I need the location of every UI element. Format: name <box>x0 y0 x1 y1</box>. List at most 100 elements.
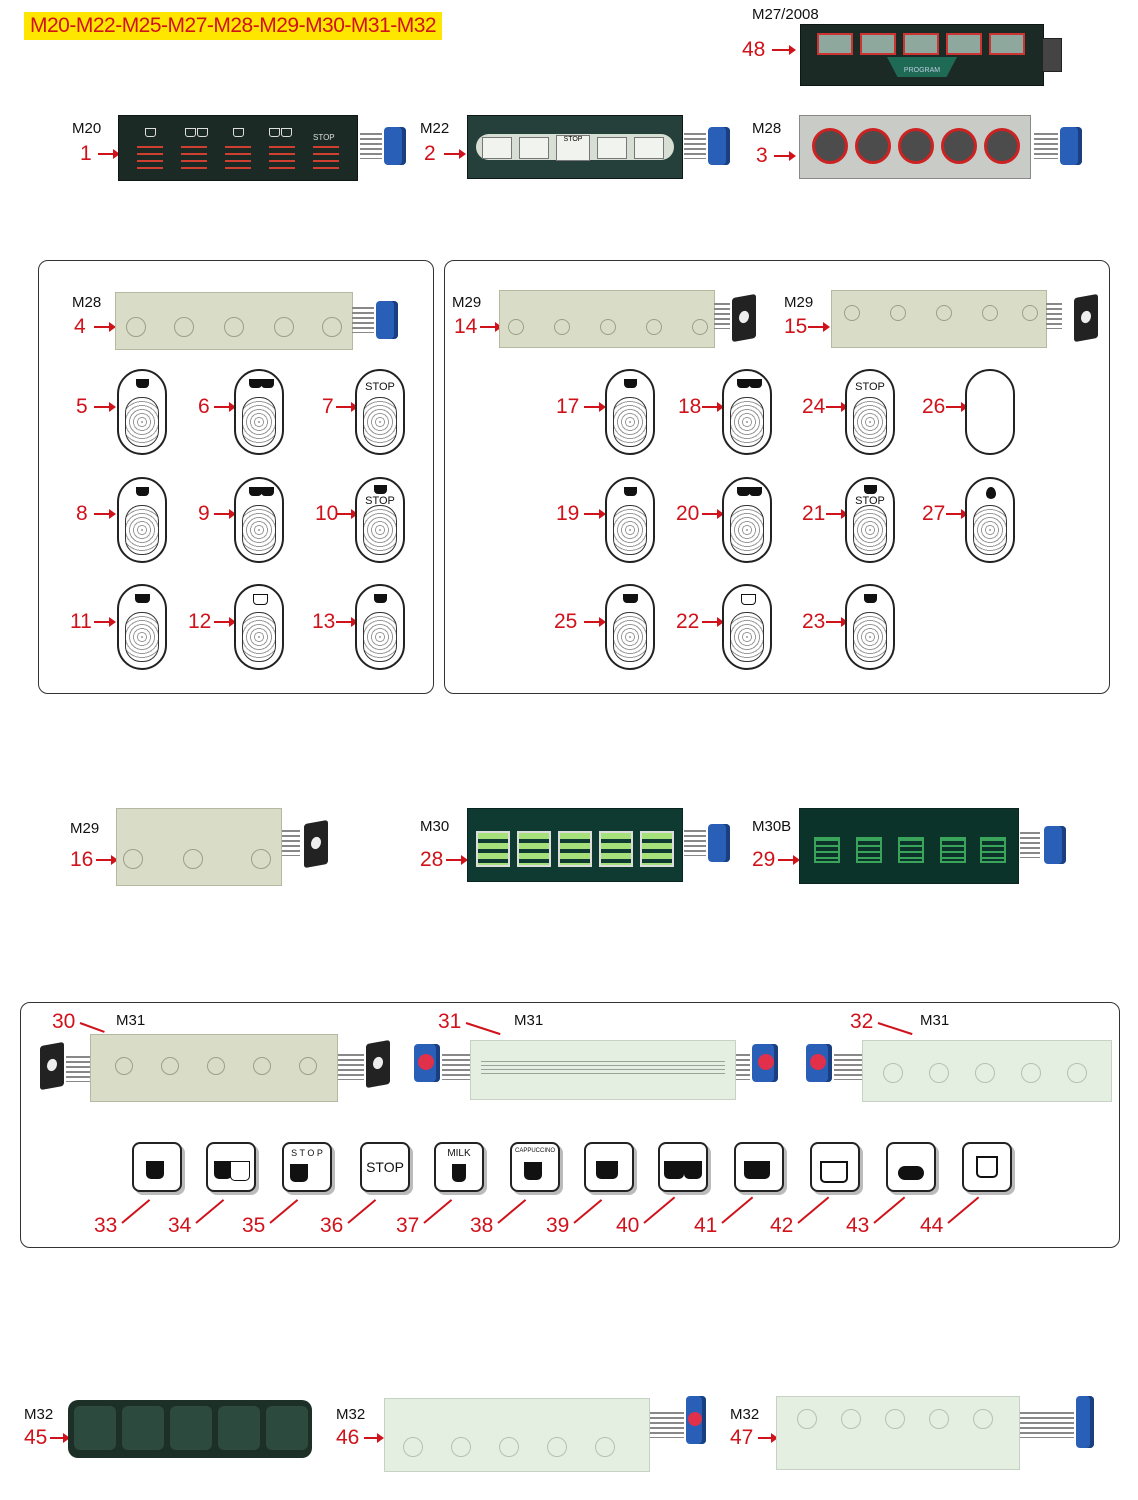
key-milk: MILK <box>434 1142 484 1192</box>
cup-icon <box>146 1161 164 1179</box>
key-double-cup-large <box>658 1142 708 1192</box>
part-number: 6 <box>198 395 210 418</box>
part-number: 26 <box>922 395 946 418</box>
key-single-cup-large <box>584 1142 634 1192</box>
connector <box>686 1396 706 1444</box>
ribbon-wires <box>650 1412 684 1438</box>
pointer-arrow <box>446 855 468 865</box>
key-jug-full <box>734 1142 784 1192</box>
key-cappuccino: CAPPUCCINO <box>510 1142 560 1192</box>
page-title: M20-M22-M25-M27-M28-M29-M30-M31-M32 <box>24 12 443 40</box>
cup-icon <box>374 485 387 494</box>
key-stop-cup: S T O P <box>282 1142 332 1192</box>
machine-icon <box>623 594 638 603</box>
pointer-arrow <box>826 402 848 412</box>
stop-label: STOP <box>855 381 885 393</box>
part-number: 44 <box>920 1214 944 1237</box>
jug-icon <box>741 594 756 605</box>
membrane-circuit <box>499 290 715 348</box>
part-number: 24 <box>802 395 826 418</box>
button-label-coffee-machine <box>117 584 167 670</box>
group-box-m28 <box>38 260 434 694</box>
membrane-circuit <box>90 1034 338 1102</box>
connector <box>806 1044 832 1082</box>
pointer-arrow <box>584 402 606 412</box>
connector <box>366 1039 390 1089</box>
cups-icon <box>214 1161 232 1179</box>
pointer-arrow <box>584 617 606 627</box>
part-number: 9 <box>198 502 210 525</box>
button-label-jug <box>722 584 772 670</box>
ribbon-wires <box>1020 832 1040 858</box>
pointer-arrow <box>214 402 236 412</box>
ribbon-wires <box>1046 303 1062 329</box>
connector <box>1060 127 1082 165</box>
pointer-arrow <box>336 509 358 519</box>
group-box-m29 <box>444 260 1110 694</box>
pointer-arrow <box>772 45 796 55</box>
connector <box>384 127 406 165</box>
button-label-double-cup <box>722 369 772 455</box>
cup-icon <box>624 487 637 496</box>
pointer-arrow <box>826 509 848 519</box>
ribbon-wires <box>834 1054 862 1080</box>
cups-icon <box>230 1161 250 1181</box>
membrane-circuit <box>384 1398 650 1472</box>
cups-icon <box>249 487 262 496</box>
part-number: 38 <box>470 1214 494 1237</box>
button-label-jug <box>234 584 284 670</box>
model-label: M32 <box>730 1406 760 1423</box>
rubber-keypad <box>68 1400 312 1458</box>
group-box-m31 <box>20 1002 1120 1248</box>
jug-icon <box>820 1161 848 1183</box>
pointer-arrow <box>214 509 236 519</box>
part-number: 19 <box>556 502 580 525</box>
connector <box>752 1044 778 1082</box>
pointer-arrow <box>50 1433 70 1443</box>
part-number: 13 <box>312 610 336 633</box>
model-label: M29 <box>70 820 100 837</box>
model-label: M28 <box>752 120 782 137</box>
part-number: 28 <box>420 848 444 871</box>
button-label-double-cup <box>722 477 772 563</box>
stop-label: S T O P <box>291 1148 323 1158</box>
button-label-single-cup <box>605 369 655 455</box>
cups-icon <box>749 379 762 388</box>
model-label: M32 <box>24 1406 54 1423</box>
part-number: 7 <box>322 395 334 418</box>
model-label: M22 <box>420 120 450 137</box>
cup-icon <box>136 487 149 496</box>
part-number: 33 <box>94 1214 118 1237</box>
model-label: M29 <box>784 294 814 311</box>
ribbon-wires <box>282 830 300 856</box>
cups-icon <box>664 1161 684 1179</box>
pointer-arrow <box>702 509 724 519</box>
pointer-arrow <box>96 855 118 865</box>
connector <box>1044 826 1066 864</box>
cups-icon <box>737 379 750 388</box>
ribbon-wires <box>714 303 730 329</box>
cup-icon <box>197 128 208 137</box>
part-number: 36 <box>320 1214 344 1237</box>
pointer-arrow <box>94 322 116 332</box>
part-number: 20 <box>676 502 700 525</box>
cups-icon <box>737 487 750 496</box>
ribbon-wires <box>684 830 706 856</box>
pointer-arrow <box>808 322 830 332</box>
cup-icon <box>185 128 196 137</box>
cup-icon <box>524 1162 542 1180</box>
button-label-double-cup <box>234 369 284 455</box>
membrane-circuit <box>470 1040 736 1100</box>
keypad-panel-m30 <box>467 808 683 882</box>
cup-icon <box>233 128 244 137</box>
ribbon-wires <box>66 1056 90 1082</box>
part-number: 46 <box>336 1426 360 1449</box>
membrane-circuit <box>776 1396 1020 1470</box>
model-label: M29 <box>452 294 482 311</box>
part-number: 3 <box>756 144 768 167</box>
part-number: 41 <box>694 1214 718 1237</box>
part-number: 11 <box>70 610 92 633</box>
part-number: 18 <box>678 395 702 418</box>
part-number: 43 <box>846 1214 870 1237</box>
cups-icon <box>249 379 262 388</box>
